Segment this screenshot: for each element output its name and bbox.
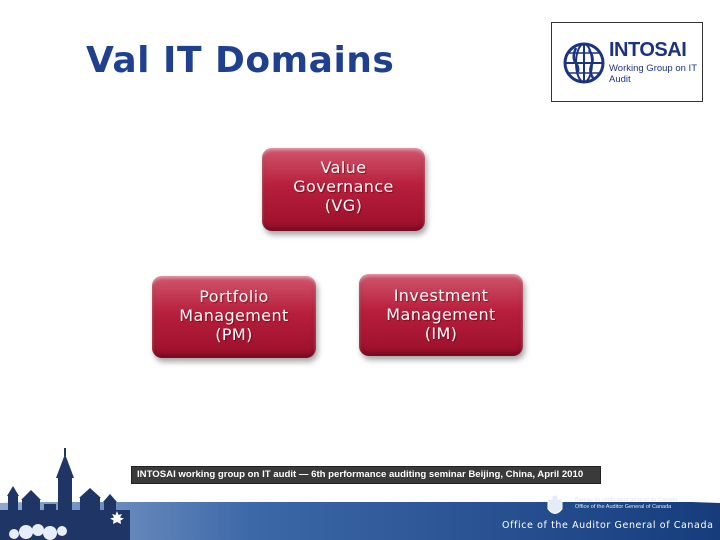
- bilingual-org-name: Bureau du vérificateur général du Canada…: [575, 497, 685, 511]
- domain-value-governance: Value Governance (VG): [262, 148, 425, 231]
- footer-organization: Office of the Auditor General of Canada: [502, 520, 714, 531]
- domain-label: Investment Management (IM): [386, 286, 495, 343]
- logo-name: INTOSAI: [609, 39, 686, 62]
- globe-icon: [562, 36, 606, 90]
- crest-icon: [545, 495, 565, 519]
- domain-label: Portfolio Management (PM): [179, 287, 288, 344]
- domain-label: Value Governance (VG): [293, 158, 394, 215]
- parliament-skyline-icon: [0, 448, 130, 540]
- domain-portfolio-management: Portfolio Management (PM): [152, 276, 316, 358]
- slide-title: Val IT Domains: [86, 40, 394, 81]
- logo-subtitle: Working Group on IT Audit: [609, 63, 699, 85]
- intosai-logo: INTOSAI Working Group on IT Audit: [551, 22, 703, 102]
- maple-leaf-icon: [110, 511, 124, 525]
- domain-investment-management: Investment Management (IM): [359, 274, 523, 356]
- seminar-banner: INTOSAI working group on IT audit — 6th …: [131, 466, 601, 484]
